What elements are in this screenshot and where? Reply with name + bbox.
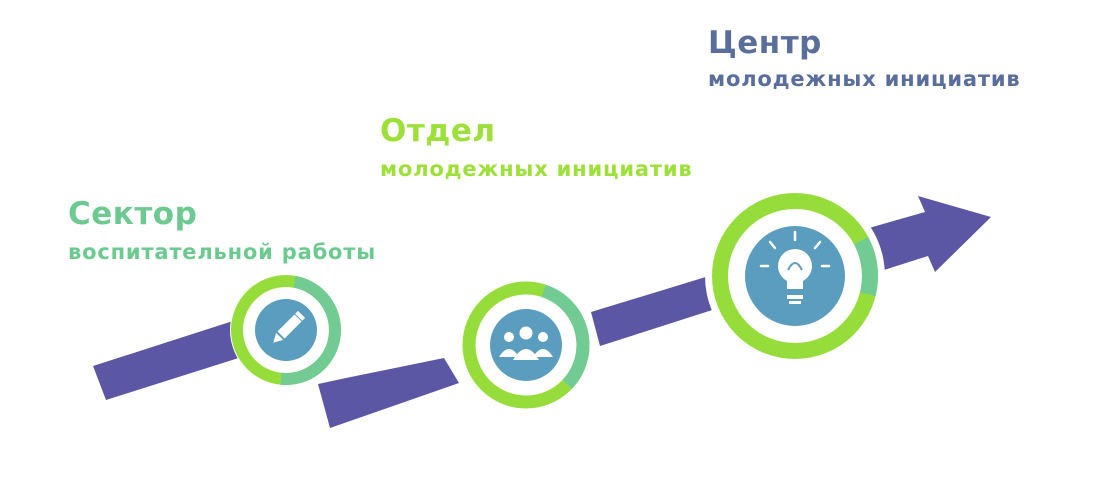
stage-title: Центр <box>708 25 822 61</box>
stage-title: Отдел <box>380 113 496 149</box>
stage-node-disc <box>490 309 562 381</box>
stage-node-ring-accent <box>712 193 878 359</box>
stage-node-3 <box>705 186 885 366</box>
stage-subtitle: воспитательной работы <box>68 240 377 264</box>
stage-subtitle: молодежных инициатив <box>708 67 1021 91</box>
lightbulb-icon <box>759 230 831 304</box>
arrow-segment-1 <box>93 320 248 400</box>
arrow-segment-2 <box>318 358 459 428</box>
people-group-icon <box>499 326 553 360</box>
arrow-head <box>862 196 991 276</box>
stage-subtitle: молодежных инициатив <box>380 157 693 181</box>
pencil-icon <box>273 310 306 343</box>
arrow-segment-3 <box>591 272 731 346</box>
stage-title: Сектор <box>68 196 198 232</box>
stage-node-1 <box>230 274 342 386</box>
stage-node-2 <box>458 277 594 413</box>
stage-node-ring-accent <box>231 275 341 386</box>
